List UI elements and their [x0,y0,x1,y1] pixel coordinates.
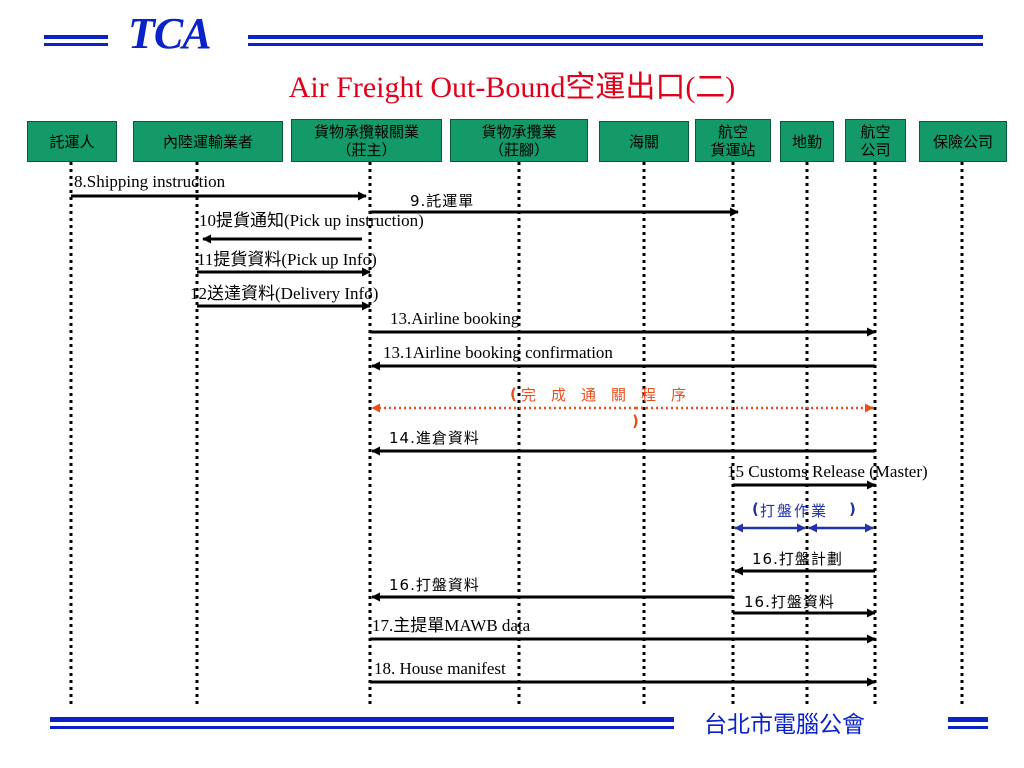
footer-bars [50,717,988,729]
palletizing-note-open: ( [752,500,759,518]
palletizing-note: 打盤作業 [760,502,829,520]
footer-org: 台北市電腦公會 [704,712,865,738]
participant-cargo-terminal: 航空 貨運站 [695,119,771,162]
message-label-16-data-right: 16.打盤資料 [744,593,835,611]
message-label-11: 11提貨資料(Pick up Info) [197,250,377,269]
participant-forwarder: 貨物承攬業 （莊腳） [450,119,588,162]
message-label-13-1: 13.1Airline booking confirmation [383,343,613,362]
customs-process-note: 完 成 通 關 程 序 [521,386,687,404]
tca-logo: TCA [128,9,212,58]
message-arrows [71,191,876,687]
message-label-9: 9.託運單 [410,192,475,210]
message-label-17: 17.主提單MAWB data [372,616,531,635]
participant-airline: 航空 公司 [845,119,906,162]
message-label-12: 12送達資料(Delivery Info) [190,284,379,303]
participant-forwarder-broker: 貨物承攬報關業 （莊主） [291,119,442,162]
participant-shipper: 託運人 [27,121,117,162]
message-label-13: 13.Airline booking [390,309,520,328]
participant-customs: 海關 [599,121,689,162]
message-label-18: 18. House manifest [374,659,506,678]
palletizing-note-close: ) [849,500,856,518]
participant-inland-carrier: 內陸運輸業者 [133,121,283,162]
message-label-16-plan: 16.打盤計劃 [752,550,843,568]
message-label-8: 8.Shipping instruction [74,172,226,191]
participant-insurance: 保險公司 [919,121,1007,162]
message-label-10: 10提貨通知(Pick up instruction) [199,211,424,230]
message-label-14: 14.進倉資料 [389,429,480,447]
page-title: Air Freight Out-Bound空運出口(二) [288,71,736,104]
header-bars [44,35,983,46]
participant-ground-handling: 地勤 [780,121,834,162]
message-label-16-data-left: 16.打盤資料 [389,576,480,594]
customs-process-note-close: ) [632,412,639,430]
message-label-15: 15 Customs Release (Master) [727,462,928,481]
customs-process-note-open: ( [510,385,517,403]
